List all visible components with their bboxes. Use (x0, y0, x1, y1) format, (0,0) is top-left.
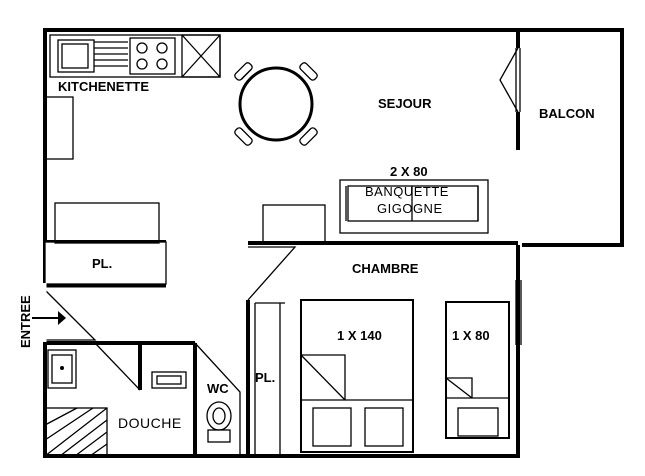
label-bed-single: 1 X 80 (452, 328, 490, 343)
label-entree: ENTREE (18, 295, 33, 348)
double-bed-icon (300, 299, 414, 453)
placard-left (44, 241, 167, 285)
label-balcon: BALCON (539, 106, 595, 121)
doors (43, 47, 519, 456)
interior-walls (44, 240, 518, 456)
shower-tray-icon (44, 407, 108, 457)
label-kitchenette: KITCHENETTE (58, 79, 149, 94)
label-bed-double: 1 X 140 (337, 328, 382, 343)
label-banquette-line1: BANQUETTE (365, 184, 449, 199)
hob-icon (129, 37, 176, 75)
washbasin-icon (47, 349, 77, 389)
dining-table-icon (234, 62, 318, 146)
single-bed-icon (445, 301, 510, 439)
entrance-arrow-icon (32, 311, 66, 325)
label-placard-right: PL. (255, 370, 275, 385)
kitchen-counter (49, 34, 221, 78)
sejour-cabinet-left (54, 202, 160, 244)
fridge-icon (181, 34, 221, 78)
label-banquette-line2: GIGOGNE (377, 201, 443, 216)
banquette-icon (339, 179, 489, 234)
label-wc: WC (207, 381, 229, 396)
kitchen-cabinet (44, 96, 74, 160)
label-placard-left: PL. (92, 256, 112, 271)
sejour-cabinet-right (262, 204, 326, 244)
washing-machine-icon (151, 371, 187, 389)
sink-icon (57, 39, 95, 73)
toilet-icon (206, 401, 232, 443)
label-banquette-size: 2 X 80 (390, 164, 428, 179)
label-douche: DOUCHE (118, 415, 182, 431)
label-chambre: CHAMBRE (352, 261, 419, 276)
label-sejour: SEJOUR (378, 96, 432, 111)
